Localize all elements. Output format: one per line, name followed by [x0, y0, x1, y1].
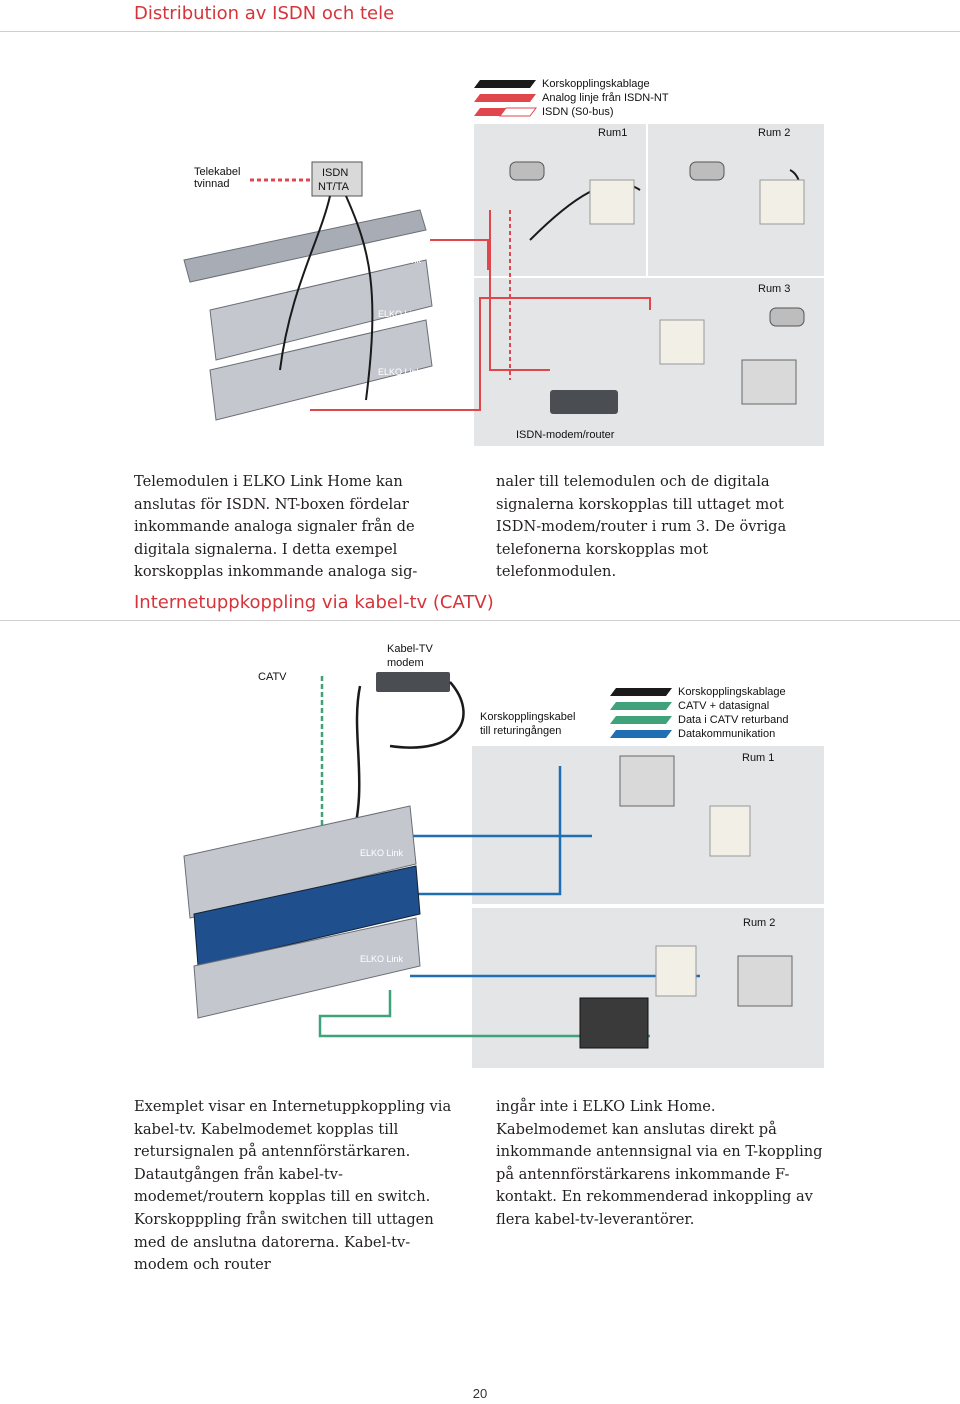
room-2-label: Rum 2 [758, 127, 790, 139]
legend-data-comm: Datakommunikation [678, 728, 775, 740]
section-title-catv: Internetuppkoppling via kabel-tv (CATV) [134, 592, 494, 613]
room-3-label: Rum 3 [758, 283, 790, 295]
router-label: ISDN-modem/router [516, 429, 615, 441]
panel-brand-3: ELKO Link [378, 367, 422, 377]
ntta-label: NT/TA [318, 181, 350, 193]
phone-room1 [509, 161, 545, 181]
legend-cross-wiring: Korskopplingskablage [542, 78, 650, 90]
catv-text-left: Exemplet visar en Internetuppkoppling vi… [134, 1098, 452, 1274]
panel-brand-1: ELKO Link [378, 255, 422, 265]
isdn-label: ISDN [322, 167, 348, 179]
catv-outlet-room2 [655, 945, 697, 997]
room-1-label: Rum1 [598, 127, 627, 139]
kabeltv-label: Kabel-TV [387, 643, 434, 655]
catv-room-2-label: Rum 2 [743, 917, 775, 929]
cross-cable-label-2: till returingången [480, 725, 561, 737]
telekabel-label: Telekabel [194, 166, 240, 178]
computer-room2 [737, 955, 793, 1007]
catv-internet-diagram: Korskopplingskablage CATV + datasignal D… [183, 643, 824, 1068]
isdn-text-left: Telemodulen i ELKO Link Home kan ansluta… [134, 473, 418, 581]
catv-panels: ELKO Link ELKO Link [183, 805, 421, 1019]
catv-room-1-label: Rum 1 [742, 752, 774, 764]
catv-legend: Korskopplingskablage CATV + datasignal D… [610, 686, 788, 740]
catv-label: CATV [258, 671, 287, 683]
tv-set [579, 997, 649, 1049]
computer-room3 [741, 359, 797, 405]
computer-room1 [619, 755, 675, 807]
cross-cable-label: Korskopplingskabel [480, 711, 575, 723]
legend-return-band: Data i CATV returband [678, 714, 788, 726]
catv-panel-brand-2: ELKO Link [360, 954, 404, 964]
section-title-isdn: Distribution av ISDN och tele [134, 3, 395, 24]
panel-brand-2: ELKO Link [378, 309, 422, 319]
catv-panel-brand-1: ELKO Link [360, 848, 404, 858]
phone-room3 [769, 307, 805, 327]
isdn-router-device [550, 390, 618, 414]
legend-isdn-bus: ISDN (S0-bus) [542, 106, 614, 118]
legend-catv-data: CATV + datasignal [678, 700, 769, 712]
tvinnad-label: tvinnad [194, 178, 229, 190]
catv-text-right: ingår inte i ELKO Link Home. Kabelmodeme… [496, 1098, 823, 1228]
wall-outlet-room3 [659, 319, 705, 365]
phone-room2 [689, 161, 725, 181]
isdn-nt-box [311, 161, 363, 197]
modem-label: modem [387, 657, 424, 669]
isdn-text-right: naler till telemodulen och de digitala s… [496, 473, 787, 581]
legend-analog-line: Analog linje från ISDN-NT [542, 92, 669, 104]
isdn-distribution-diagram: Korskopplingskablage Analog linje från I… [183, 78, 824, 446]
catv-outlet-room1 [709, 805, 751, 857]
wall-outlet-room2 [759, 179, 805, 225]
cable-modem-device [376, 672, 450, 692]
title-rule [0, 31, 960, 32]
title-rule-2 [0, 620, 960, 621]
isdn-legend: Korskopplingskablage Analog linje från I… [474, 78, 669, 118]
legend-cross-wiring-2: Korskopplingskablage [678, 686, 786, 698]
wall-outlet-room1 [589, 179, 635, 225]
page-number: 20 [472, 1386, 488, 1401]
patch-panels: ELKO Link ELKO Link ELKO Link [183, 209, 433, 421]
